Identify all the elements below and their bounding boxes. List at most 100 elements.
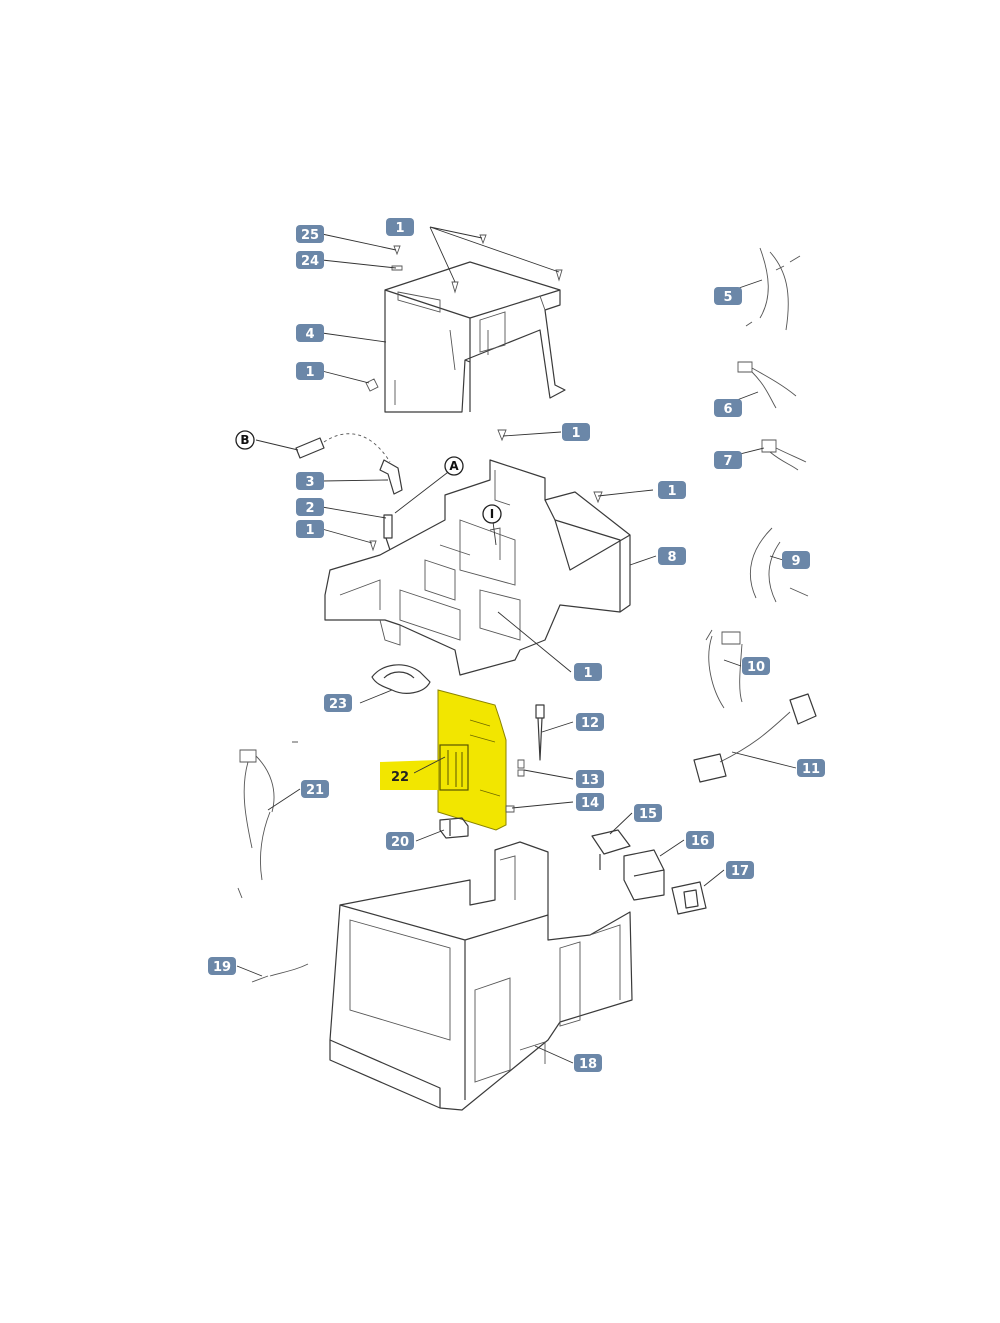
callout-box [208,957,236,975]
callout-label: 12 [581,716,599,731]
callout-label: 24 [301,254,319,269]
callout-16: 16 [686,831,714,849]
callout-label: 1 [395,221,404,236]
letter-marker-B: B [235,430,255,450]
callout-box [296,498,324,516]
callout-14: 14 [576,793,604,811]
callout-2: 2 [296,498,324,516]
callout-15: 15 [634,804,662,822]
wire-harnesses [237,247,809,983]
callout-box [714,451,742,469]
callout-3: 3 [296,472,324,490]
callout-box [296,251,324,269]
letter-circle [235,430,255,450]
callout-box [296,472,324,490]
callout-box [576,770,604,788]
letter-circle [482,504,502,524]
callout-box [576,793,604,811]
callout-23: 23 [324,694,352,712]
leader-lines [236,226,797,1064]
callout-label: 4 [305,327,314,342]
callout-box [386,832,414,850]
letter-label: A [449,459,459,473]
callout-label: 9 [791,554,800,569]
callout-1: 1 [562,423,590,441]
base-part [329,841,633,1111]
filter-cover-part [623,849,665,901]
callout-label: 10 [747,660,765,675]
top-cover-part [384,261,566,413]
callout-20: 20 [386,832,414,850]
callout-label: 20 [391,835,409,850]
callout-13: 13 [576,770,604,788]
control-board-part [380,689,507,831]
callout-1: 1 [658,481,686,499]
middle-chassis-part [324,459,631,676]
callout-21: 21 [301,780,329,798]
callout-19: 19 [208,957,236,975]
rocker-switch-part [671,881,707,915]
callout-label: 17 [731,864,749,879]
callout-box [797,759,825,777]
letter-marker-I: I [482,504,502,524]
callout-1: 1 [574,663,602,681]
callout-1: 1 [386,218,414,236]
callout-25: 25 [296,225,324,243]
callout-label: 11 [802,762,820,777]
callout-label: 16 [691,834,709,849]
callout-18: 18 [574,1054,602,1072]
callout-box [296,520,324,538]
callout-label: 15 [639,807,657,822]
callout-label: 3 [305,475,314,490]
letter-circle [444,456,464,476]
callout-label: 23 [329,697,347,712]
callout-label: 5 [723,290,732,305]
callout-label: 6 [723,402,732,417]
callout-7: 7 [714,451,742,469]
callout-box [324,694,352,712]
callout-label: 1 [305,365,314,380]
callout-box [296,324,324,342]
callout-box [576,713,604,731]
callout-label: 1 [305,523,314,538]
callout-12: 12 [576,713,604,731]
callout-label: 1 [667,484,676,499]
callout-box [686,831,714,849]
callout-10: 10 [742,657,770,675]
letter-marker-A: A [444,456,464,476]
letter-label: I [490,507,494,521]
letter-marker-layer: B A I [235,430,502,524]
power-cord-part [693,693,817,783]
callout-11: 11 [797,759,825,777]
callout-box [386,767,414,785]
callout-label: 14 [581,796,599,811]
hose-part [295,433,403,495]
callout-4: 4 [296,324,324,342]
callout-box [714,287,742,305]
letter-label: B [240,433,249,447]
sensor-probe-part [535,704,545,761]
callout-24: 24 [296,251,324,269]
callout-label: 18 [579,1057,597,1072]
callout-box [301,780,329,798]
callout-box [296,225,324,243]
callout-box [742,657,770,675]
callout-label: 1 [583,666,592,681]
callout-box [562,423,590,441]
callout-label: 13 [581,773,599,788]
callout-box [634,804,662,822]
screws [365,234,603,552]
callout-box [386,218,414,236]
callout-1: 1 [296,362,324,380]
callout-label: 7 [723,454,732,469]
callout-9: 9 [782,551,810,569]
valve-part [383,514,393,551]
callout-label: 21 [306,783,324,798]
callout-label: 25 [301,228,319,243]
terminal-block-part [439,817,469,839]
callout-box [574,1054,602,1072]
switch-part [591,829,631,870]
callout-box [658,481,686,499]
callout-5: 5 [714,287,742,305]
